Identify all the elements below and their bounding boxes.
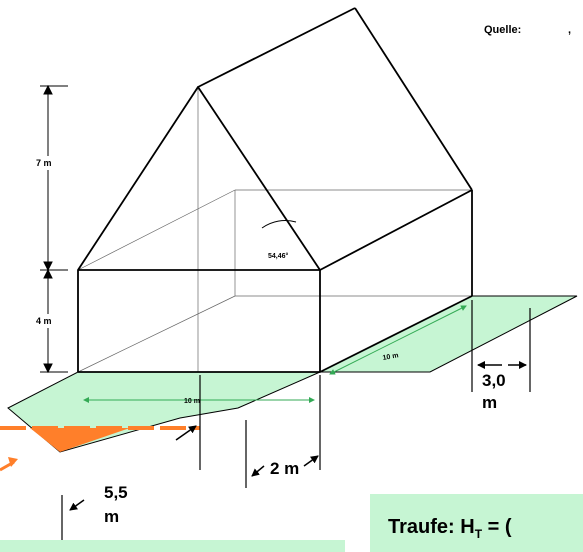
- front-width-label: 10 m: [184, 398, 200, 405]
- extension-lines: [61, 300, 531, 552]
- dim-55-value: 5,5: [104, 483, 128, 502]
- eaves-label: Traufe: H: [388, 516, 475, 538]
- height-dimension: [40, 84, 68, 374]
- height-wall-label: 4 m: [36, 316, 52, 326]
- eaves-rest: = (: [482, 516, 512, 538]
- side-width-dimension: [329, 305, 467, 375]
- eaves-formula: Traufe: HT = (: [388, 516, 512, 541]
- dim-3-unit: m: [482, 393, 497, 412]
- roof-angle-label: 54,46°: [268, 252, 289, 260]
- height-roof-label: 7 m: [36, 158, 52, 168]
- dim-2-arrows: [251, 455, 319, 477]
- dim-55-unit: m: [104, 507, 119, 526]
- dim-2-label: 2 m: [270, 459, 299, 478]
- bottom-left-box: [0, 540, 345, 552]
- dim-55-arrows: [69, 425, 197, 511]
- hidden-edges: [77, 87, 472, 373]
- dim-3-value: 3,0: [482, 371, 506, 390]
- eaves-subscript: T: [475, 527, 483, 541]
- side-width-label: 10 m: [382, 352, 399, 362]
- eaves-formula-box: [370, 494, 583, 552]
- source-label: Quelle:: [484, 24, 521, 36]
- roof-angle-arc: [261, 220, 297, 229]
- orange-section: [0, 426, 200, 472]
- source-value-fragment: ,: [568, 24, 571, 36]
